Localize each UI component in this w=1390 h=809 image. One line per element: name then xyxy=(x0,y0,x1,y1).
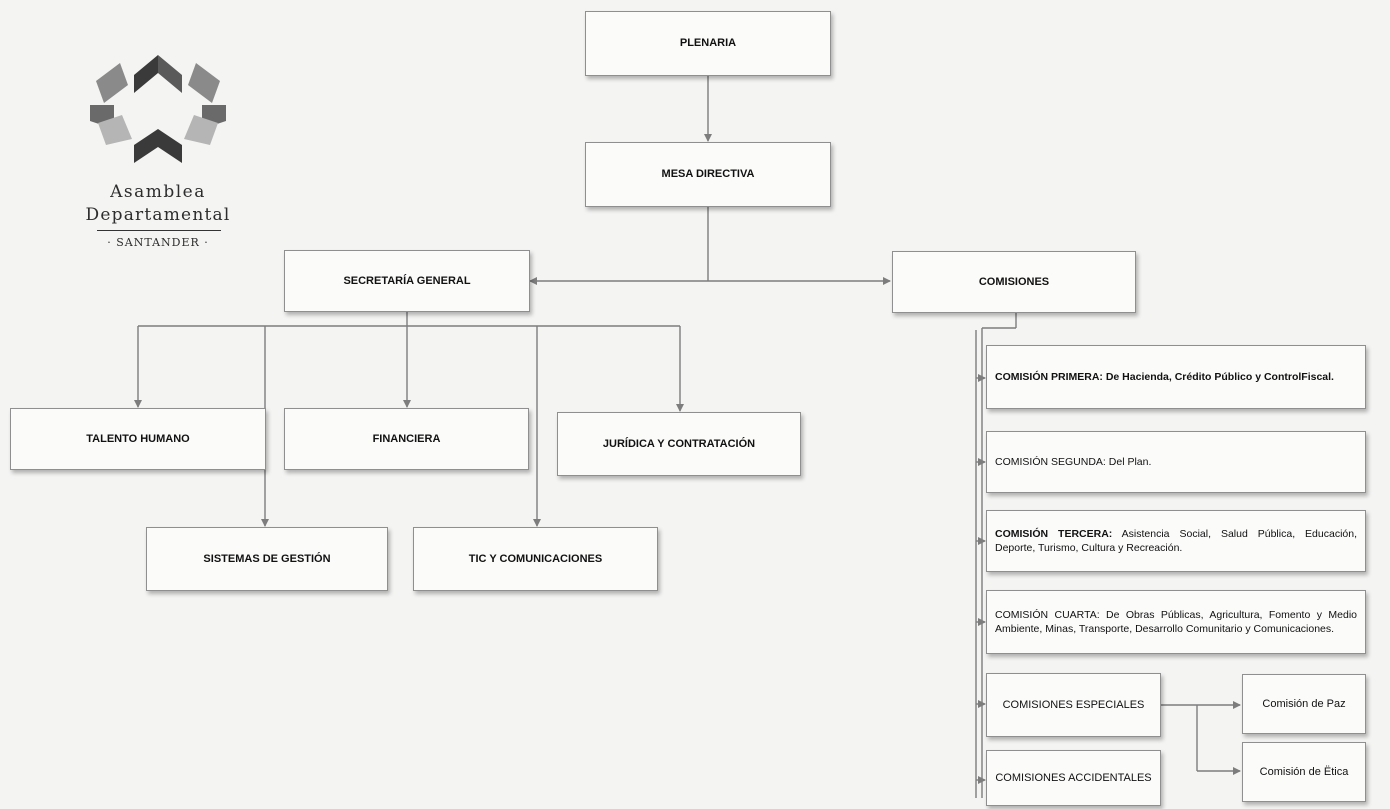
comision-segunda-title: COMISIÓN SEGUNDA: xyxy=(995,455,1106,468)
node-plenaria-label: PLENARIA xyxy=(679,37,737,50)
comision-primera-title: COMISIÓN PRIMERA: xyxy=(995,370,1103,383)
node-comision-etica: Comisión de Ëtica xyxy=(1242,742,1366,802)
node-talento-humano-label: TALENTO HUMANO xyxy=(86,432,190,445)
node-comisiones-accidentales-label: COMISIONES ACCIDENTALES xyxy=(995,771,1152,784)
node-comisiones: COMISIONES xyxy=(892,251,1136,313)
node-comision-tercera: COMISIÓN TERCERA: Asistencia Social, Sal… xyxy=(986,510,1366,572)
node-comision-segunda: COMISIÓN SEGUNDA: Del Plan. xyxy=(986,431,1366,493)
node-tic-label: TIC Y COMUNICACIONES xyxy=(468,552,603,565)
comision-tercera-desc: Asistencia Social, Salud Pública, Educac… xyxy=(995,527,1358,554)
comision-cuarta-desc: De Obras Públicas, Agricultura, Fomento … xyxy=(995,608,1357,635)
logo-line-3: · SANTANDER · xyxy=(107,236,209,249)
node-juridica: JURÍDICA Y CONTRATACIÓN xyxy=(557,412,801,476)
node-comision-paz: Comisión de Paz xyxy=(1242,674,1366,734)
node-financiera: FINANCIERA xyxy=(284,408,529,470)
node-sistemas-gestion-label: SISTEMAS DE GESTIÓN xyxy=(203,552,331,565)
node-comisiones-accidentales: COMISIONES ACCIDENTALES xyxy=(986,750,1161,806)
node-comisiones-label: COMISIONES xyxy=(978,275,1050,288)
node-financiera-label: FINANCIERA xyxy=(372,432,441,445)
node-comision-paz-label: Comisión de Paz xyxy=(1262,697,1346,710)
node-comisiones-especiales-label: COMISIONES ESPECIALES xyxy=(1002,698,1145,711)
node-comision-etica-label: Comisión de Ëtica xyxy=(1259,765,1349,778)
comision-tercera-title: COMISIÓN TERCERA: xyxy=(995,527,1113,540)
node-comisiones-especiales: COMISIONES ESPECIALES xyxy=(986,673,1161,737)
node-plenaria: PLENARIA xyxy=(585,11,831,76)
node-comision-primera: COMISIÓN PRIMERA: De Hacienda, Crédito P… xyxy=(986,345,1366,409)
node-secretaria-general: SECRETARÍA GENERAL xyxy=(284,250,530,312)
node-secretaria-general-label: SECRETARÍA GENERAL xyxy=(343,274,471,287)
asamblea-logo-icon xyxy=(90,55,226,163)
node-mesa-directiva-label: MESA DIRECTIVA xyxy=(661,168,755,181)
node-talento-humano: TALENTO HUMANO xyxy=(10,408,266,470)
comision-primera-desc: De Hacienda, Crédito Público y ControlFi… xyxy=(1105,370,1334,383)
node-tic: TIC Y COMUNICACIONES xyxy=(413,527,658,591)
logo-divider xyxy=(97,230,221,231)
node-mesa-directiva: MESA DIRECTIVA xyxy=(585,142,831,207)
comision-cuarta-title: COMISIÓN CUARTA: xyxy=(995,608,1100,621)
node-juridica-label: JURÍDICA Y CONTRATACIÓN xyxy=(602,437,756,450)
comision-segunda-desc: Del Plan. xyxy=(1108,455,1152,468)
node-comision-cuarta: COMISIÓN CUARTA: De Obras Públicas, Agri… xyxy=(986,590,1366,654)
node-sistemas-gestion: SISTEMAS DE GESTIÓN xyxy=(146,527,388,591)
logo-line-1: Asamblea xyxy=(110,182,206,202)
logo-line-2: Departamental xyxy=(85,205,231,225)
